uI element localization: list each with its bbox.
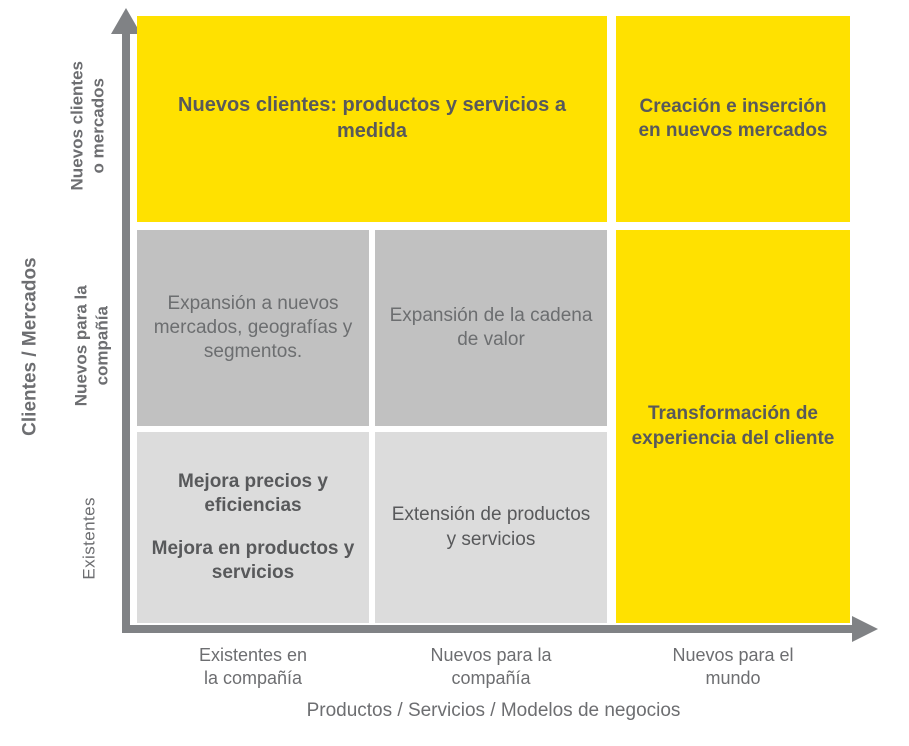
matrix-cell-extension-productos: Extensión de productos y servicios [375, 432, 607, 623]
y-axis-title: Clientes / Mercados [19, 257, 41, 436]
matrix-cell-expansion-mercados: Expansión a nuevos mercados, geografías … [137, 230, 369, 426]
y-axis-arrow-icon [111, 8, 141, 34]
y-axis-tick-nuevos-clientes: Nuevos clientes o mercados [67, 61, 107, 191]
x-axis-tick-nuevos-mundo: Nuevos para el mundo [672, 645, 794, 688]
x-axis-title: Productos / Servicios / Modelos de negoc… [306, 700, 681, 721]
matrix-cell-transformacion-experiencia: Transformación de experiencia del client… [616, 230, 850, 623]
y-axis-tick-nuevos-compania: Nuevos para la compañía [71, 285, 111, 407]
matrix-cell-mejora-precios-line1: Mejora precios y eficiencias [178, 470, 328, 517]
x-axis-line [122, 625, 867, 633]
matrix-cell-mejora-precios: Mejora precios y eficiencias Mejora en p… [137, 432, 369, 623]
matrix-cell-creacion-insercion: Creación e inserción en nuevos mercados [616, 16, 850, 222]
matrix-cell-expansion-cadena-valor: Expansión de la cadena de valor [375, 230, 607, 426]
y-axis-tick-existentes: Existentes [79, 497, 99, 580]
x-axis-arrow-icon [852, 616, 878, 642]
y-axis-line [122, 30, 130, 633]
x-axis-tick-nuevos-compania: Nuevos para la compañía [430, 645, 552, 688]
matrix-cell-nuevos-clientes-productos: Nuevos clientes: productos y servicios a… [137, 16, 607, 222]
matrix-cell-mejora-precios-line2: Mejora en productos y servicios [151, 537, 355, 583]
x-axis-tick-existentes-compania: Existentes en la compañía [198, 645, 308, 688]
